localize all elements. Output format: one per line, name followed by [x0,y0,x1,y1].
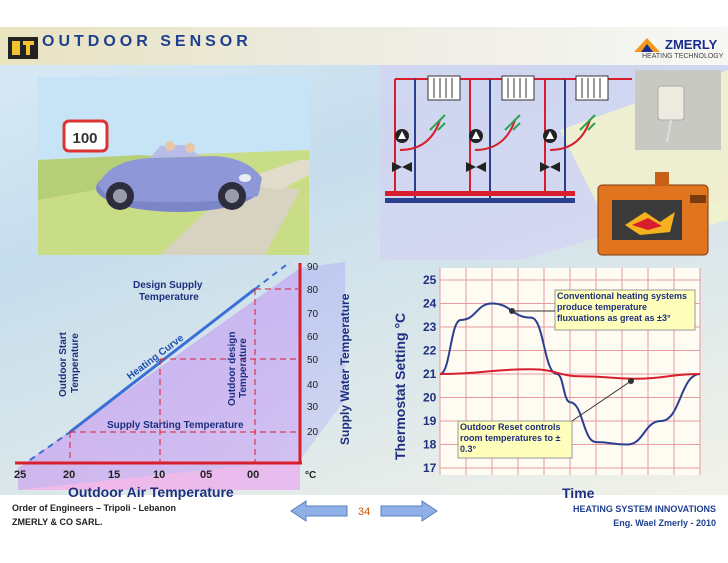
speed-sign-label: 100 [72,130,97,147]
mixing-valve-icon [392,162,560,172]
reset-y-tick: 80 [307,285,319,296]
reset-x-tick: 05 [200,469,212,481]
content-illustration: 100 [18,77,345,490]
car-scene: 100 [38,77,309,255]
outdoor-design-label: Outdoor design [227,332,238,406]
thermostat-y-tick: 19 [423,414,437,428]
reset-x-tick: 10 [153,469,165,481]
thermostat-y-tick: 20 [423,391,437,405]
thermostat-y-label: Thermostat Setting °C [392,313,408,460]
reset-callout-text: Outdoor Reset controls room temperatures… [460,422,561,454]
reset-y-tick: 50 [307,355,319,366]
heating-system-diagram [380,65,728,260]
footer-series-title: HEATING SYSTEM INNOVATIONS [572,504,716,514]
zmerly-logo-icon [634,38,660,52]
reset-x-tick: 20 [63,469,75,481]
thermostat-y-tick: 24 [423,297,437,311]
reset-callout [457,420,573,459]
supply-start-label: Supply Starting Temperature [107,420,244,431]
brand-tagline: HEATING TECHNOLOGY [642,53,724,60]
pump-icon [395,129,557,143]
company-logo-icon [8,37,38,59]
conventional-callout-text: Conventional heating systems produce tem… [557,291,688,323]
car-icon [96,141,262,212]
outdoor-start-label: Outdoor Start [58,331,69,397]
radiator-icon [427,75,609,101]
thermostat-y-tick: 17 [423,461,437,475]
reset-y-tick: 90 [307,262,319,273]
thermostat-icon [429,114,596,131]
outdoor-design-label: Temperature [238,338,249,398]
speed-sign [62,119,109,153]
brand-name: ZMERLY [665,37,718,52]
reset-y-tick: 60 [307,332,319,343]
heating-curve-label: Heating Curve [125,333,186,383]
series-line-1 [439,368,701,380]
thermostat-y-tick: 18 [423,438,437,452]
design-supply-label: Temperature [139,292,199,303]
reset-x-tick: 25 [14,469,26,481]
footer-author: Eng. Wael Zmerly - 2010 [613,518,716,528]
thermostat-y-tick: 25 [423,273,437,287]
thermostat-x-label: Time [562,485,595,501]
design-supply-label: Design Supply [133,280,203,291]
reset-x-tick: 15 [108,469,120,481]
reset-y-tick: 20 [307,427,319,438]
series-line-0 [439,302,701,446]
page-number: 34 [358,506,371,518]
thermostat-chart: 25 24 23 22 21 20 19 18 17 Thermostat Setting °C… [392,268,701,501]
thermostat-y-tick: 22 [423,344,437,358]
thermostat-y-tick: 21 [423,367,437,381]
outdoor-reset-chart: 90 80 70 60 50 40 30 20 °C 25 20 15 10 0… [14,261,352,500]
reset-y-label: Supply Water Temperature [338,293,352,445]
page-title: OUTDOOR SENSOR [42,33,252,50]
reset-y-tick: 40 [307,380,319,391]
header-bar [0,27,728,65]
outdoor-start-label: Temperature [70,333,81,393]
reset-x-label: Outdoor Air Temperature [68,484,234,500]
reset-y-tick: 70 [307,309,319,320]
reset-y-tick: 30 [307,402,319,413]
next-slide-button[interactable] [380,500,438,522]
reset-y-unit: °C [305,470,316,481]
reset-x-tick: 00 [247,469,259,481]
previous-slide-button[interactable] [290,500,348,522]
boiler-icon [597,172,709,256]
conventional-callout [554,289,696,331]
footer-organization: Order of Engineers – Tripoli - Lebanon [12,503,177,513]
thermostat-y-tick: 23 [423,320,437,334]
footer-company: ZMERLY & CO SARL. [12,517,103,527]
